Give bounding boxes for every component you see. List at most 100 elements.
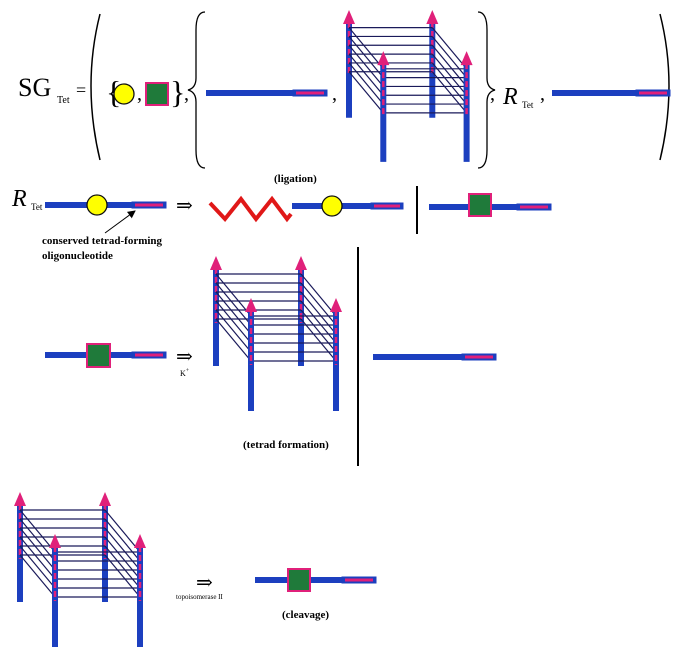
tetrad-formation-row: ⇒ K+ (tetrad formation) <box>45 247 497 466</box>
tetrad-bond-left <box>215 291 252 335</box>
strand-tail-box <box>131 201 167 209</box>
yellow-circle-icon <box>86 194 108 216</box>
rule-subscript: Tet <box>31 202 43 212</box>
arrow-right-1: ⇒ <box>176 195 193 217</box>
oligonucleotide-strand-icon <box>373 353 497 361</box>
equals-sign: = <box>76 80 86 100</box>
cleavage-row: ⇒ topoisomerase II (cleavage) <box>14 492 377 647</box>
arrowhead-icon <box>49 534 61 548</box>
strand-tail-box <box>341 576 377 584</box>
outer-paren-right <box>659 13 670 161</box>
grammar-symbol: SG <box>18 73 51 102</box>
oligonucleotide-strand-icon <box>292 202 404 210</box>
tetrad-bond-left <box>348 62 384 105</box>
tetrad-bond-left <box>19 536 56 580</box>
tetrad-bond-right <box>300 273 337 317</box>
tetrad-bond-left <box>19 554 56 598</box>
arrowhead-icon <box>295 256 307 270</box>
oligonucleotide-strand-icon <box>552 89 671 97</box>
topoisomerase-label: topoisomerase II <box>176 593 224 601</box>
brace-open-2 <box>187 11 206 169</box>
arrowhead-icon <box>460 51 473 66</box>
arrowhead-icon <box>99 492 111 506</box>
tetrad-bond-right <box>300 282 337 326</box>
k-plus-label: K+ <box>180 368 190 378</box>
tetrad-bond-left <box>215 282 252 326</box>
tetrad-bond-right <box>431 53 468 96</box>
tetrad-bond-left <box>348 36 384 79</box>
brace-close-1: } <box>170 74 185 110</box>
brace-close-2 <box>477 11 496 169</box>
tetrad-bond-right <box>300 318 337 362</box>
yellow-circle-icon <box>321 195 343 217</box>
tetrad-bond-left <box>348 53 384 96</box>
green-box-icon <box>86 343 111 368</box>
tetrad-bond-left <box>348 44 384 87</box>
tetrad-bond-left <box>215 273 252 317</box>
tetrad-bond-left <box>348 27 384 70</box>
tetrad-bond-right <box>431 36 468 79</box>
tetrad-bond-right <box>104 536 141 580</box>
tetrad-bond-left <box>19 527 56 571</box>
arrowhead-icon <box>14 492 26 506</box>
arrowhead-icon <box>134 534 146 548</box>
tetrad-bond-right <box>431 44 468 87</box>
tetrad-bond-right <box>104 554 141 598</box>
green-box-icon <box>468 193 492 217</box>
tetrad-bond-left <box>215 300 252 344</box>
tetrad-bond-right <box>104 527 141 571</box>
strand-tail-box <box>461 353 497 361</box>
grammar-symbol-subscript: Tet <box>57 95 70 106</box>
comma-5: , <box>540 83 545 105</box>
comma-4: , <box>490 83 495 105</box>
arrowhead-icon <box>426 10 439 24</box>
comma-3: , <box>332 83 337 105</box>
conserved-label-line2: oligonucleotide <box>42 250 113 262</box>
arrowhead-icon <box>343 10 355 24</box>
arrowhead-icon <box>210 256 222 270</box>
arrowhead-icon <box>377 51 390 66</box>
cleavage-label: (cleavage) <box>282 609 329 621</box>
arrow-right-2: ⇒ <box>176 346 193 368</box>
tetrad-bond-right <box>104 545 141 589</box>
rule-subscript-top: Tet <box>522 100 534 110</box>
rule-symbol-top: R <box>502 84 518 110</box>
tetrad-bond-left <box>19 509 56 553</box>
green-box-icon <box>145 82 169 106</box>
tetrad-complex-icon <box>14 492 146 647</box>
tetrad-bond-left <box>215 318 252 362</box>
tetrad-bond-right <box>300 309 337 353</box>
strand-tail-box <box>635 89 671 97</box>
tetrad-bond-right <box>300 291 337 335</box>
pointer-arrow <box>104 210 136 234</box>
arrowhead-icon <box>330 298 342 312</box>
arrow-right-3: ⇒ <box>196 572 213 594</box>
tetrad-bond-left <box>19 518 56 562</box>
tetrad-formation-label: (tetrad formation) <box>243 439 329 451</box>
strand-tail-box <box>292 89 328 97</box>
comma-1: , <box>137 83 142 105</box>
outer-paren-left <box>90 13 101 161</box>
grammar-definition: SG Tet = { , } , , , R Tet , (ligation) <box>18 10 671 185</box>
rule-row: R Tet conserved tetrad-forming oligonucl… <box>11 186 552 262</box>
tetrad-complex-icon <box>343 10 473 162</box>
tetrad-bond-right <box>104 518 141 562</box>
conserved-label-line1: conserved tetrad-forming <box>42 235 163 247</box>
oligonucleotide-strand-icon <box>255 576 377 584</box>
tetrad-bond-right <box>431 27 468 70</box>
tetrad-bond-right <box>300 300 337 344</box>
tetrad-bond-left <box>348 71 384 114</box>
strand-tail-box <box>370 202 404 210</box>
tetrad-bond-right <box>431 62 468 105</box>
green-box-icon <box>287 568 311 592</box>
red-zigzag-icon <box>208 195 293 223</box>
oligonucleotide-strand-icon <box>206 89 328 97</box>
tetrad-bond-left <box>215 309 252 353</box>
arrowhead-icon <box>245 298 257 312</box>
tetrad-bond-left <box>19 545 56 589</box>
comma-2: , <box>184 83 189 105</box>
ligation-label: (ligation) <box>274 173 317 185</box>
rule-symbol: R <box>11 186 27 212</box>
